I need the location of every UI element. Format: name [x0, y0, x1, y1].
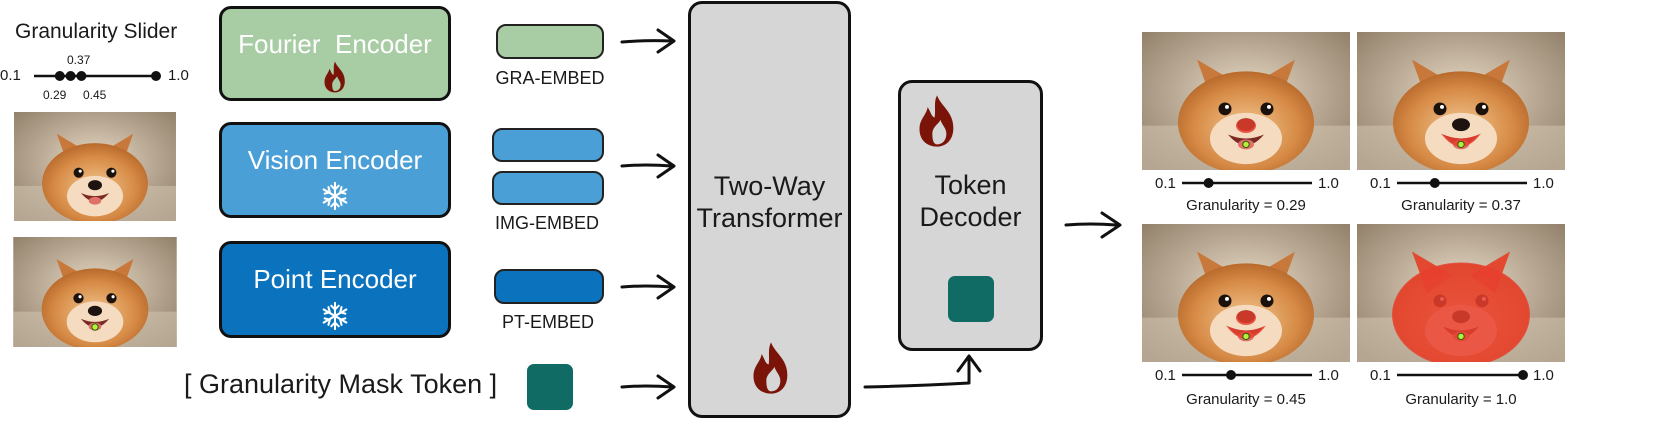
output-slider-min-label: 0.1 — [1370, 175, 1391, 192]
point-prompt-marker — [91, 323, 99, 331]
slider-knob[interactable] — [1429, 178, 1440, 188]
point-prompt-marker — [1457, 140, 1465, 149]
output-granularity-slider[interactable] — [1178, 367, 1318, 383]
point-prompt-marker — [1242, 332, 1250, 341]
slider-label-037: 0.37 — [67, 53, 91, 67]
arrow-decoder-to-outputs — [1064, 211, 1122, 239]
mask-token-label: [ Granularity Mask Token ] — [184, 369, 498, 399]
img-embed-block-2 — [492, 171, 604, 205]
fourier-encoder-label: Fourier Encoder — [238, 29, 432, 59]
slider-knob-2[interactable] — [76, 71, 87, 81]
slider-knob-1[interactable] — [65, 71, 76, 81]
output-image-3 — [1357, 224, 1565, 362]
segmentation-mask — [1226, 310, 1266, 339]
output-granularity-slider[interactable] — [1393, 175, 1533, 191]
point-encoder: Point Encoder — [219, 241, 451, 338]
output-slider-max-label: 1.0 — [1318, 367, 1339, 384]
granularity-caption: Granularity = 0.29 — [1186, 197, 1306, 214]
img-embed-label: IMG-EMBED — [494, 213, 599, 233]
transformer-label-line2: Transformer — [696, 203, 843, 233]
granularity-caption: Granularity = 0.45 — [1186, 391, 1306, 408]
output-slider-max-label: 1.0 — [1533, 175, 1554, 192]
vision-encoder-label: Vision Encoder — [247, 145, 423, 175]
arrow-transformer-to-decoder — [863, 354, 982, 389]
granularity-slider[interactable] — [30, 66, 164, 86]
point-prompt-marker — [1242, 140, 1250, 149]
segmentation-mask — [1236, 118, 1256, 134]
img-embed-block-1 — [492, 128, 604, 162]
token-decoder: Token Decoder — [898, 80, 1043, 351]
segmentation-mask — [1441, 133, 1481, 147]
point-prompt-marker — [1457, 332, 1465, 341]
slider-label-045: 0.45 — [83, 88, 107, 102]
slider-knob[interactable] — [1203, 178, 1214, 188]
output-image-1 — [1357, 32, 1565, 170]
decoder-label-line2: Decoder — [919, 202, 1022, 232]
decoder-label-line1: Token — [934, 170, 1007, 200]
granularity-caption: Granularity = 1.0 — [1405, 391, 1517, 408]
slider-knob-3[interactable] — [151, 71, 161, 81]
arrow-img-to-transformer — [620, 153, 676, 179]
slider-label-029: 0.29 — [43, 88, 67, 102]
arrow-pt-to-transformer — [620, 274, 676, 300]
point-encoder-label: Point Encoder — [253, 264, 417, 294]
output-granularity-slider[interactable] — [1393, 367, 1533, 383]
output-image-0 — [1142, 32, 1350, 170]
pt-embed-label: PT-EMBED — [501, 312, 594, 332]
slider-min-label: 0.1 — [0, 67, 21, 84]
output-slider-max-label: 1.0 — [1318, 175, 1339, 192]
output-slider-min-label: 0.1 — [1370, 367, 1391, 384]
input-image-with-point — [12, 237, 178, 347]
gra-embed-block — [496, 24, 604, 59]
output-slider-max-label: 1.0 — [1533, 367, 1554, 384]
transformer-label-line1: Two-Way — [713, 171, 826, 201]
arrow-gra-to-transformer — [620, 28, 676, 54]
segmentation-mask — [1392, 251, 1530, 362]
pt-embed-block — [494, 269, 604, 304]
two-way-transformer: Two-Way Transformer — [688, 1, 851, 418]
slider-title: Granularity Slider — [15, 20, 178, 43]
flame-icon — [753, 342, 788, 394]
decoder-output-token — [948, 276, 994, 322]
gra-embed-label: GRA-EMBED — [495, 68, 605, 88]
granularity-caption: Granularity = 0.37 — [1401, 197, 1521, 214]
flame-icon — [919, 95, 954, 147]
slider-knob[interactable] — [1518, 370, 1528, 380]
output-slider-min-label: 0.1 — [1155, 367, 1176, 384]
output-image-2 — [1142, 224, 1350, 362]
mask-token-square — [527, 364, 573, 410]
arrow-token-to-transformer — [620, 374, 676, 400]
slider-knob[interactable] — [1226, 370, 1236, 380]
slider-knob-0[interactable] — [54, 71, 65, 81]
output-granularity-slider[interactable] — [1178, 175, 1318, 191]
fourier-encoder: Fourier Encoder — [219, 6, 451, 101]
slider-max-label: 1.0 — [168, 67, 189, 84]
vision-encoder: Vision Encoder — [219, 122, 451, 218]
output-slider-min-label: 0.1 — [1155, 175, 1176, 192]
